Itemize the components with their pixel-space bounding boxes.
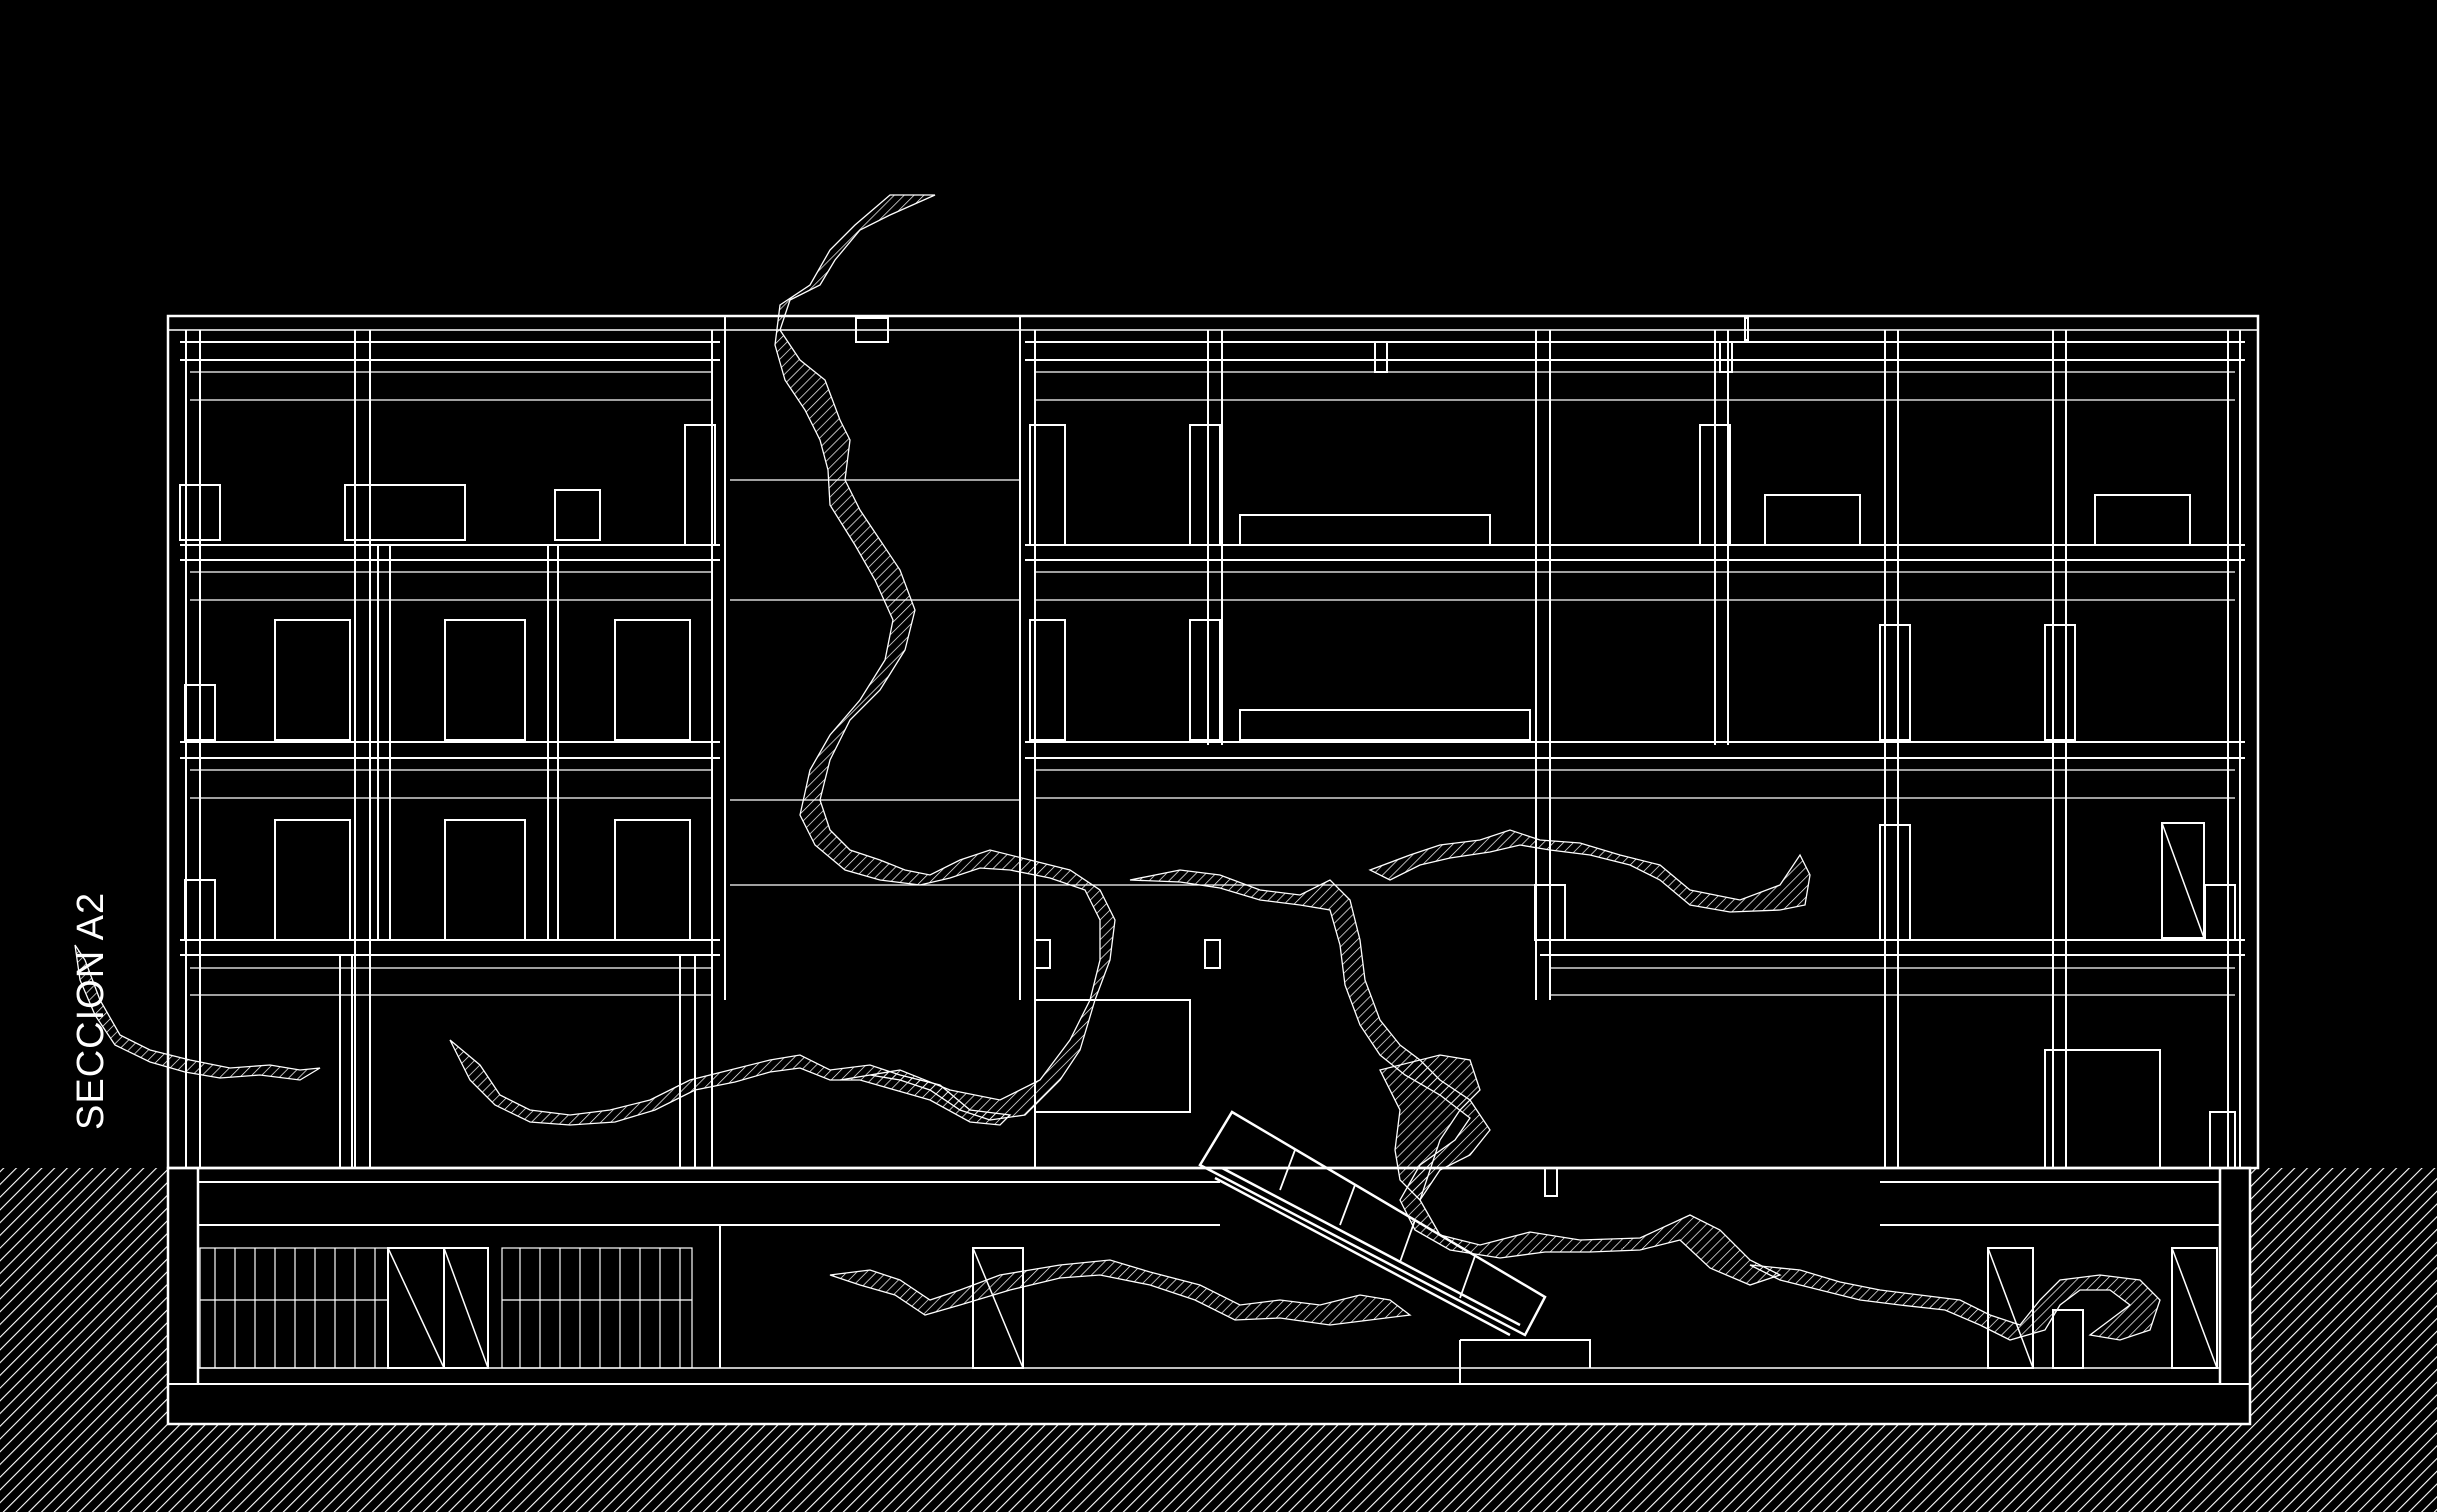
roof-details xyxy=(855,317,1749,373)
vegetation-hatch xyxy=(74,194,2161,1341)
door-cross-marks xyxy=(387,822,2218,1369)
beam-lines xyxy=(190,371,2235,996)
section-label: SECCION A2 xyxy=(70,891,112,1130)
ground-hatching xyxy=(0,1168,2437,1512)
floor-slabs xyxy=(180,341,2245,1226)
shutter-lines xyxy=(199,1247,693,1369)
openings xyxy=(179,424,2236,1197)
basement-details xyxy=(387,1225,2218,1384)
